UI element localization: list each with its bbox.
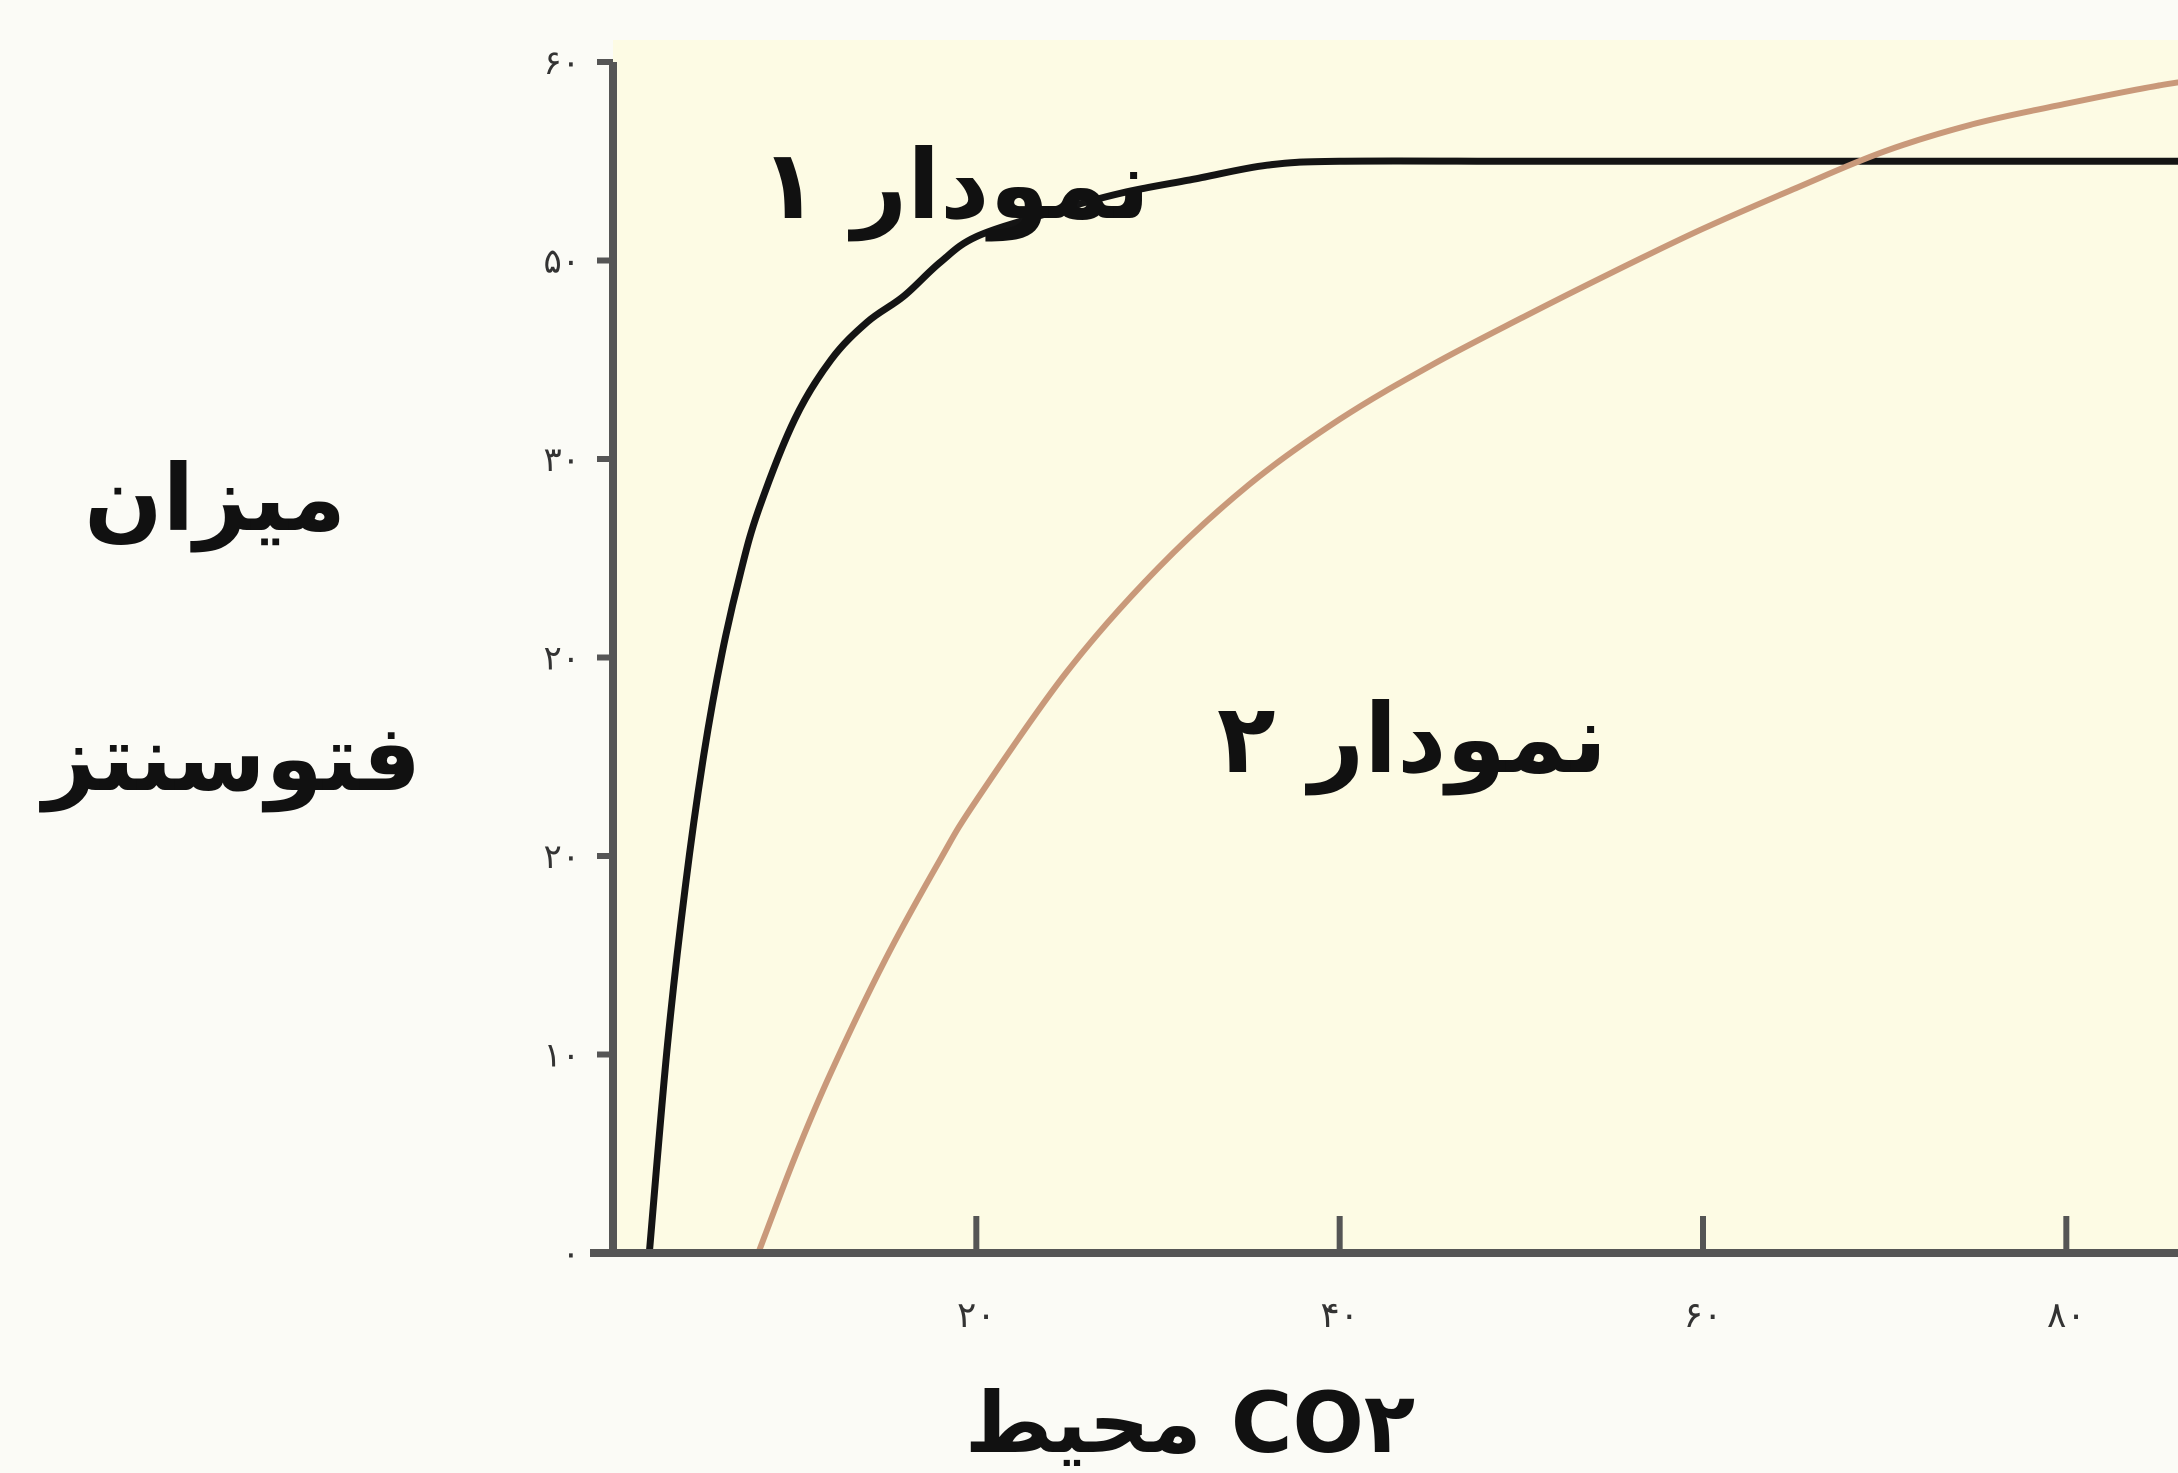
series-line-1 xyxy=(645,157,2178,1257)
y-tick-label-1: ۱۰ xyxy=(543,1036,580,1076)
y-tick-label-2: ۲۰ xyxy=(543,837,580,877)
series-line-2 xyxy=(755,79,2178,1256)
y-tick-label-5: ۵۰ xyxy=(543,242,580,282)
x-tick-label-2: ۶۰ xyxy=(1684,1295,1723,1336)
y-tick-label-6: ۶۰ xyxy=(543,43,580,83)
y-tick-label-3: ۲۰ xyxy=(543,639,580,679)
y-tick-label-4: ۳۰ xyxy=(543,440,580,480)
y-tick-label-0: ۰ xyxy=(562,1234,580,1274)
x-axis-label: CO۲ محیط xyxy=(965,1374,1415,1472)
y-axis-label-line-1: میزان xyxy=(84,445,346,553)
y-axis-label: میزان فتوسنتز xyxy=(39,445,421,813)
series-layer xyxy=(645,79,2178,1257)
series-label-1: نمودار ۱ xyxy=(760,129,1150,242)
series-label-2: نمودار ۲ xyxy=(1217,683,1607,796)
x-tick-label-1: ۴۰ xyxy=(1320,1295,1359,1336)
y-axis-label-line-2: فتوسنتز xyxy=(39,705,421,813)
plot-area xyxy=(613,40,2178,1253)
series-labels: نمودار ۱ نمودار ۲ xyxy=(760,129,1607,796)
x-tick-label-3: ۸۰ xyxy=(2047,1295,2086,1336)
x-tick-label-0: ۲۰ xyxy=(957,1295,996,1336)
